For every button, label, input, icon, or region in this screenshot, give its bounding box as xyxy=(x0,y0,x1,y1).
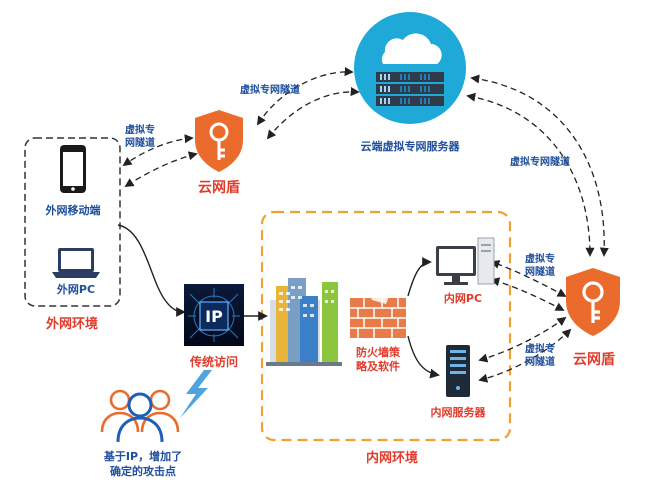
external-pc-label: 外网PC xyxy=(56,282,95,296)
connection-lines xyxy=(117,224,440,379)
tunnel-left-label-line1: 虚拟专 xyxy=(125,123,155,136)
tunnel-pc-label-line1: 虚拟专 xyxy=(525,252,555,265)
cloud-server-label: 云端虚拟专网服务器 xyxy=(361,139,461,153)
tunnel-cloud-shield-a xyxy=(470,74,609,257)
buildings-icon xyxy=(266,278,342,366)
shield-right-icon xyxy=(566,268,620,336)
external-env-box xyxy=(24,137,121,307)
shield-left-icon xyxy=(195,110,243,172)
internal-pc-icon xyxy=(436,237,495,285)
attack-label-line2: 确定的攻击点 xyxy=(110,464,176,478)
tunnel-srv-label-line1: 虚拟专 xyxy=(525,342,555,355)
tunnel-lines xyxy=(122,67,609,383)
tunnel-shield-mobile-b xyxy=(124,151,198,187)
tunnel-cloud-shield-b xyxy=(466,92,595,257)
line-firewall-server xyxy=(407,335,440,379)
tunnel-shield-cloud-a xyxy=(257,67,354,126)
attacker-group-icon xyxy=(100,389,180,443)
tunnel-srv-label-line2: 网隧道 xyxy=(525,355,555,368)
line-mobile-ip xyxy=(117,224,186,317)
tunnel-shield-server-b xyxy=(478,328,572,383)
ip-chip-icon: IP xyxy=(184,284,244,346)
tunnel-pc-label-line2: 网隧道 xyxy=(525,265,555,278)
attack-label-line1: 基于IP，增加了 xyxy=(103,449,182,463)
firewall-icon xyxy=(350,278,406,338)
ip-chip-text: IP xyxy=(205,307,223,326)
firewall-label-line2: 略及软件 xyxy=(356,359,400,373)
tunnel-shield-pc-a xyxy=(490,260,567,297)
tunnel-shield-pc-b xyxy=(490,277,565,311)
internal-server-icon xyxy=(446,345,470,397)
tunnel-top-label: 虚拟专网隧道 xyxy=(240,83,300,96)
laptop-icon xyxy=(52,248,100,278)
shield-left-label: 云网盾 xyxy=(198,179,240,196)
tunnel-shield-cloud-b xyxy=(266,87,360,140)
traditional-access-label: 传统访问 xyxy=(189,354,238,369)
tunnel-left-label-line2: 网隧道 xyxy=(125,136,155,149)
internal-pc-label: 内网PC xyxy=(444,291,482,305)
cloud-server-icon xyxy=(354,12,466,124)
lightning-icon xyxy=(180,370,212,418)
mobile-phone-icon xyxy=(60,145,86,193)
line-firewall-pc xyxy=(407,257,432,297)
internal-env-label: 内网环境 xyxy=(366,450,418,466)
shield-right-label: 云网盾 xyxy=(573,351,615,368)
internal-server-label: 内网服务器 xyxy=(431,405,487,419)
mobile-label: 外网移动端 xyxy=(45,203,101,217)
external-env-label: 外网环境 xyxy=(45,316,98,332)
tunnel-right-label: 虚拟专网隧道 xyxy=(510,155,570,168)
tunnel-shield-mobile-a xyxy=(122,134,194,167)
firewall-label-line1: 防火墙策 xyxy=(356,345,401,359)
